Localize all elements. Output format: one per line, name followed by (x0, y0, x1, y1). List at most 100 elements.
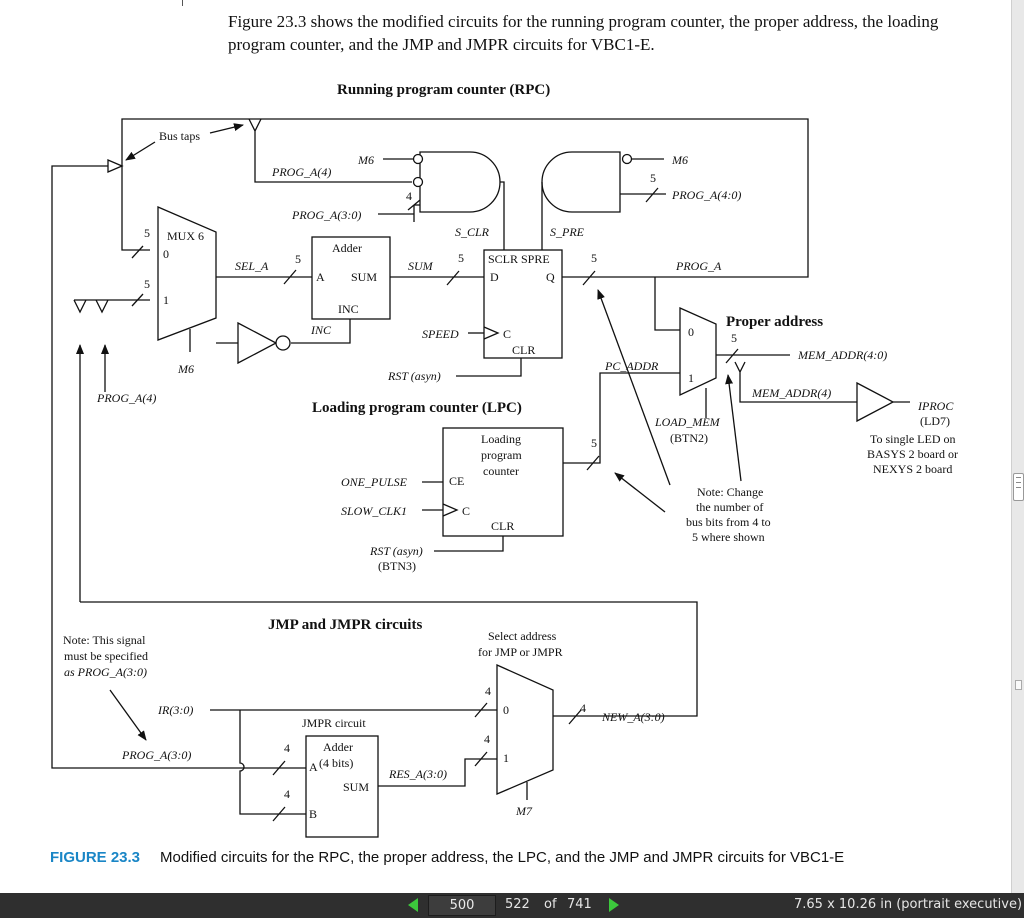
heading-proper-address: Proper address (726, 314, 823, 330)
jmpr-adder-a: A (309, 760, 318, 774)
m7-label: M7 (515, 804, 533, 818)
lpc-c: C (462, 504, 470, 518)
bus4-adder-a: 4 (284, 741, 290, 755)
ir30-label: IR(3:0) (157, 703, 193, 717)
note-signal-1: Note: This signal (63, 633, 146, 647)
adder-rpc-sum: SUM (351, 270, 377, 284)
lpc-box-2: program (481, 448, 522, 462)
pc-addr-wire (563, 372, 680, 464)
new-a-return-wire (80, 601, 698, 717)
bus4-ir: 4 (485, 684, 491, 698)
jmpr-adder-bits: (4 bits) (319, 756, 353, 770)
document-page: Figure 23.3 shows the modified circuits … (50, 0, 959, 866)
inc-wire (291, 319, 351, 344)
lpc-box-1: Loading (481, 432, 521, 446)
led-note-1: To single LED on (870, 432, 955, 446)
reg-q: Q (546, 270, 555, 284)
note-signal-3: as PROG_A(3:0) (64, 665, 147, 679)
reg-clr: CLR (512, 343, 535, 357)
rpc-register (483, 249, 563, 359)
adder-rpc (311, 236, 391, 320)
s-clr-wire (500, 181, 505, 250)
reg-d: D (490, 270, 499, 284)
reg-c: C (503, 327, 511, 341)
figure-caption-label: FIGURE 23.3 (50, 849, 140, 866)
jmp-mux-in1: 1 (503, 751, 509, 765)
bus-taps-arrow-left (125, 141, 156, 161)
m6-sclr-label: M6 (357, 153, 374, 167)
bus5-sel-a: 5 (295, 252, 301, 266)
bus-taps-input1 (73, 299, 150, 314)
lpc-clr: CLR (491, 519, 514, 533)
bus4-res: 4 (484, 732, 490, 746)
note-change-4: 5 where shown (692, 530, 765, 544)
rst-asyn-rpc: RST (asyn) (387, 369, 441, 383)
sel-a-label: SEL_A (235, 259, 269, 273)
mem-addr40-label: MEM_ADDR(4:0) (797, 348, 887, 362)
bus5-spre: 5 (650, 171, 656, 185)
paddr-in1: 1 (688, 371, 694, 385)
pc-addr-label: PC_ADDR (604, 359, 659, 373)
bus4-new-a: 4 (580, 701, 586, 715)
page-top-divider (182, 0, 183, 6)
paddr-in0: 0 (688, 325, 694, 339)
note-change-1: Note: Change (697, 485, 763, 499)
bus5-mux-in0: 5 (144, 226, 150, 240)
note-change-3: bus bits from 4 to (686, 515, 771, 529)
btn2-label: (BTN2) (670, 431, 708, 445)
page-number-input[interactable] (428, 895, 496, 916)
mux6-in0: 0 (163, 247, 169, 261)
figure-diagram: Running program counter (RPC) Loading pr… (50, 82, 958, 866)
select-2: for JMP or JMPR (478, 645, 563, 659)
prog-a40-label: PROG_A(4:0) (671, 188, 741, 202)
prev-page-button[interactable] (408, 898, 418, 912)
prog-a-feedback-wire (121, 118, 809, 278)
sum-signal-label: SUM (408, 259, 434, 273)
and-gate-spre (541, 151, 621, 213)
ld7-label: (LD7) (920, 414, 950, 428)
adder-rpc-inc: INC (338, 302, 359, 316)
prog-a30-jmp-label: PROG_A(3:0) (121, 748, 191, 762)
s-pre-label: S_PRE (550, 225, 585, 239)
mux6-in1: 1 (163, 293, 169, 307)
bus4-sclr: 4 (406, 189, 412, 203)
note-arrow-mem (725, 374, 742, 482)
bus5-mux-in1: 5 (144, 277, 150, 291)
heading-rpc: Running program counter (RPC) (337, 82, 550, 98)
jmpr-circuit-label: JMPR circuit (302, 716, 366, 730)
bus5-sum: 5 (458, 251, 464, 265)
btn3-label: (BTN3) (378, 559, 416, 573)
speed-label: SPEED (422, 327, 459, 341)
jmp-mux-in0: 0 (503, 703, 509, 717)
vertical-scrollbar[interactable] (1011, 0, 1024, 893)
note-arrow-lpc (614, 472, 666, 513)
bus-tap-top (248, 118, 412, 183)
prog-a4-top-label: PROG_A(4) (271, 165, 331, 179)
lpc-box-3: counter (483, 464, 519, 478)
heading-lpc: Loading program counter (LPC) (312, 400, 522, 416)
bus5-q: 5 (591, 251, 597, 265)
jmpr-adder-sum: SUM (343, 780, 369, 794)
scrollbar-thumb[interactable] (1013, 473, 1024, 501)
bus-tap-left (107, 159, 124, 173)
note-signal-2: must be specified (64, 649, 148, 663)
and-gate-sclr (419, 151, 501, 213)
rst-asyn-lpc: RST (asyn) (369, 544, 423, 558)
one-pulse-label: ONE_PULSE (341, 475, 408, 489)
mem-addr4-tap (734, 361, 857, 403)
prog-a-label: PROG_A (675, 259, 722, 273)
prog-a30-sclr-label: PROG_A(3:0) (291, 208, 361, 222)
current-page-number: 522 (505, 897, 530, 912)
next-page-button[interactable] (609, 898, 619, 912)
proper-address-mux (679, 306, 717, 397)
page-of-label: of (544, 897, 557, 912)
jmp-select-mux (496, 663, 554, 795)
slow-clk1-label: SLOW_CLK1 (341, 504, 407, 518)
jmpr-adder-label: Adder (323, 740, 353, 754)
ir-to-adder-b (239, 710, 306, 815)
note-signal-arrow (109, 689, 147, 741)
s-clr-label: S_CLR (455, 225, 490, 239)
adder-rpc-a: A (316, 270, 325, 284)
select-1: Select address (488, 629, 557, 643)
intro-paragraph: Figure 23.3 shows the modified circuits … (228, 12, 939, 54)
